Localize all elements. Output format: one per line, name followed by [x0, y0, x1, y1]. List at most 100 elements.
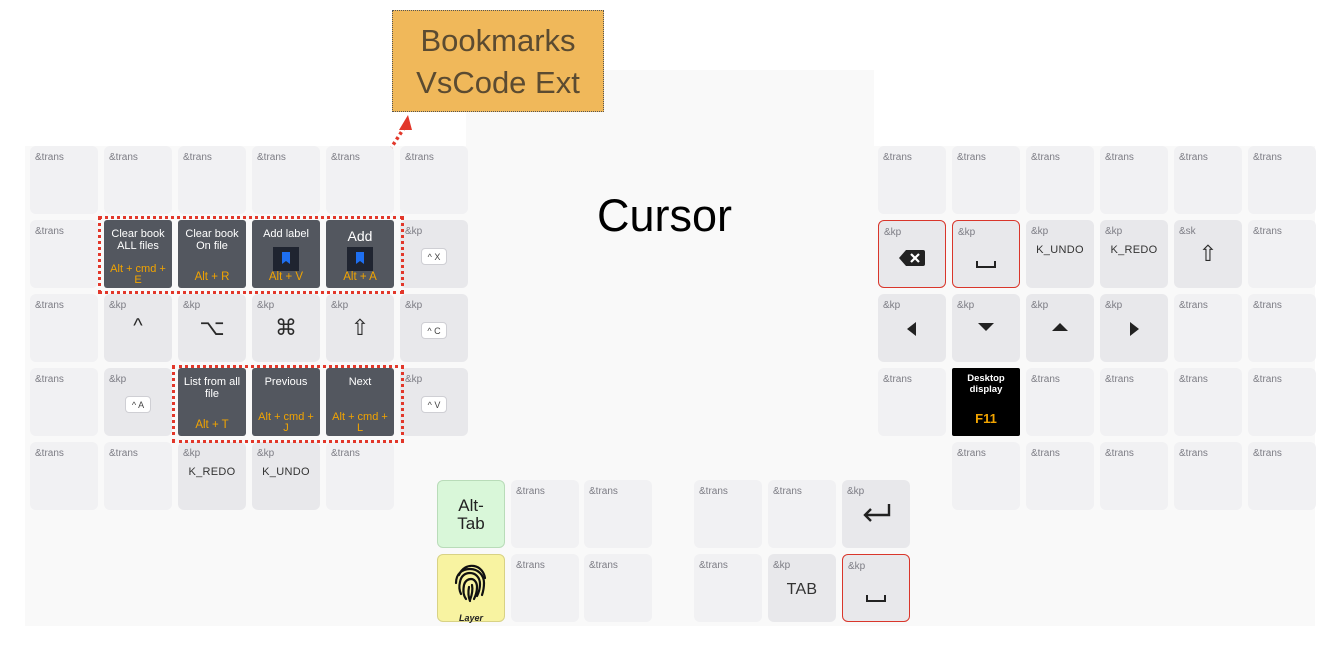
key-legend: &trans [35, 448, 64, 459]
key-legend: &trans [957, 448, 986, 459]
key-legend: &kp [405, 300, 423, 311]
key-r1-5: &trans [1248, 220, 1316, 288]
key-shortcut: Alt + cmd + L [332, 411, 388, 434]
key-tl0-1: &trans [511, 480, 579, 548]
key-r0-4: &trans [1174, 146, 1242, 214]
key-legend: &trans [35, 300, 64, 311]
key-chip: ^ X [421, 248, 447, 265]
arrow-left-icon [878, 322, 946, 336]
key-legend: &trans [1253, 152, 1282, 163]
key-legend: &kp [183, 448, 201, 459]
key-label: K_REDO [1110, 244, 1158, 256]
key-legend: &trans [1253, 448, 1282, 459]
key-r4-1: &trans [952, 442, 1020, 510]
key-code: F11 [975, 411, 997, 426]
key-tl1-0: Layer [437, 554, 505, 623]
key-title: Next [348, 376, 372, 388]
bookmark-icon [273, 247, 299, 271]
key-r4-4: &trans [1174, 442, 1242, 510]
key-legend: &kp [773, 560, 791, 571]
key-l2-0: &trans [30, 294, 98, 362]
key-l3-0: &trans [30, 368, 98, 436]
key-r3-3: &trans [1100, 368, 1168, 436]
key-l0-5: &trans [400, 146, 468, 214]
space-icon [953, 259, 1019, 269]
key-legend: &trans [589, 560, 618, 571]
key-legend: &kp [405, 374, 423, 385]
key-legend: &trans [516, 560, 545, 571]
key-legend: &kp [183, 300, 201, 311]
key-r3-0: &trans [878, 368, 946, 436]
key-title: Clear book On file [185, 228, 239, 252]
key-legend: &trans [957, 152, 986, 163]
control-icon: ^ [133, 315, 143, 337]
key-l3-5: &kp ^ V [400, 368, 468, 436]
key-r0-0: &trans [878, 146, 946, 214]
key-shortcut: Alt + V [268, 271, 304, 283]
arrow-line [352, 124, 408, 206]
key-legend: &kp [109, 300, 127, 311]
arrow-down-icon [952, 322, 1020, 332]
key-r1-0: &kp [878, 220, 946, 288]
key-legend: &kp [883, 300, 901, 311]
key-r1-1: &kp [952, 220, 1020, 288]
key-legend: &kp [1105, 226, 1123, 237]
key-shortcut: Alt + cmd + J [258, 411, 314, 434]
key-r3-2: &trans [1026, 368, 1094, 436]
key-r4-2: &trans [1026, 442, 1094, 510]
key-label: Layer [458, 613, 484, 623]
key-legend: &trans [183, 152, 212, 163]
key-r0-2: &trans [1026, 146, 1094, 214]
key-tr1-2: &kp [842, 554, 910, 622]
annotation-line: Bookmarks [420, 23, 576, 58]
key-legend: &trans [1253, 226, 1282, 237]
key-tr0-0: &trans [694, 480, 762, 548]
key-legend: &trans [109, 152, 138, 163]
key-chip: ^ V [421, 396, 447, 413]
key-shortcut: Alt + R [194, 271, 230, 283]
option-icon: ⌥ [199, 315, 225, 340]
key-legend: &trans [35, 152, 64, 163]
key-tr0-1: &trans [768, 480, 836, 548]
key-r3-5: &trans [1248, 368, 1316, 436]
key-legend: &sk [1179, 226, 1196, 237]
key-legend: &trans [405, 152, 434, 163]
key-label: K_UNDO [1036, 244, 1084, 256]
key-label: K_UNDO [262, 466, 310, 478]
key-legend: &kp [1031, 226, 1049, 237]
key-r2-5: &trans [1248, 294, 1316, 362]
key-legend: &trans [1031, 152, 1060, 163]
arrow-up-icon [1026, 322, 1094, 332]
key-legend: &trans [883, 374, 912, 385]
key-legend: &trans [1031, 448, 1060, 459]
key-l2-1: &kp ^ [104, 294, 172, 362]
key-l0-0: &trans [30, 146, 98, 214]
key-shortcut: Alt + cmd + E [110, 263, 166, 286]
key-legend: &kp [1105, 300, 1123, 311]
key-legend: &kp [1031, 300, 1049, 311]
key-legend: &trans [773, 486, 802, 497]
shift-icon: ⇧ [350, 315, 370, 340]
key-legend: &trans [1253, 374, 1282, 385]
key-legend: &kp [257, 448, 275, 459]
arrow-head [399, 115, 412, 130]
annotation-arrow [352, 115, 412, 206]
key-legend: &trans [1105, 448, 1134, 459]
key-l1-5: &kp^ X [400, 220, 468, 288]
key-r2-1: &kp [952, 294, 1020, 362]
key-legend: &kp [109, 374, 127, 385]
key-r2-3: &kp [1100, 294, 1168, 362]
key-label: K_REDO [188, 466, 236, 478]
key-legend: &kp [257, 300, 275, 311]
key-l1-0: &trans [30, 220, 98, 288]
key-r2-2: &kp [1026, 294, 1094, 362]
key-legend: &trans [1105, 374, 1134, 385]
space-icon [843, 593, 909, 603]
key-legend: &kp [957, 300, 975, 311]
key-r2-4: &trans [1174, 294, 1242, 362]
